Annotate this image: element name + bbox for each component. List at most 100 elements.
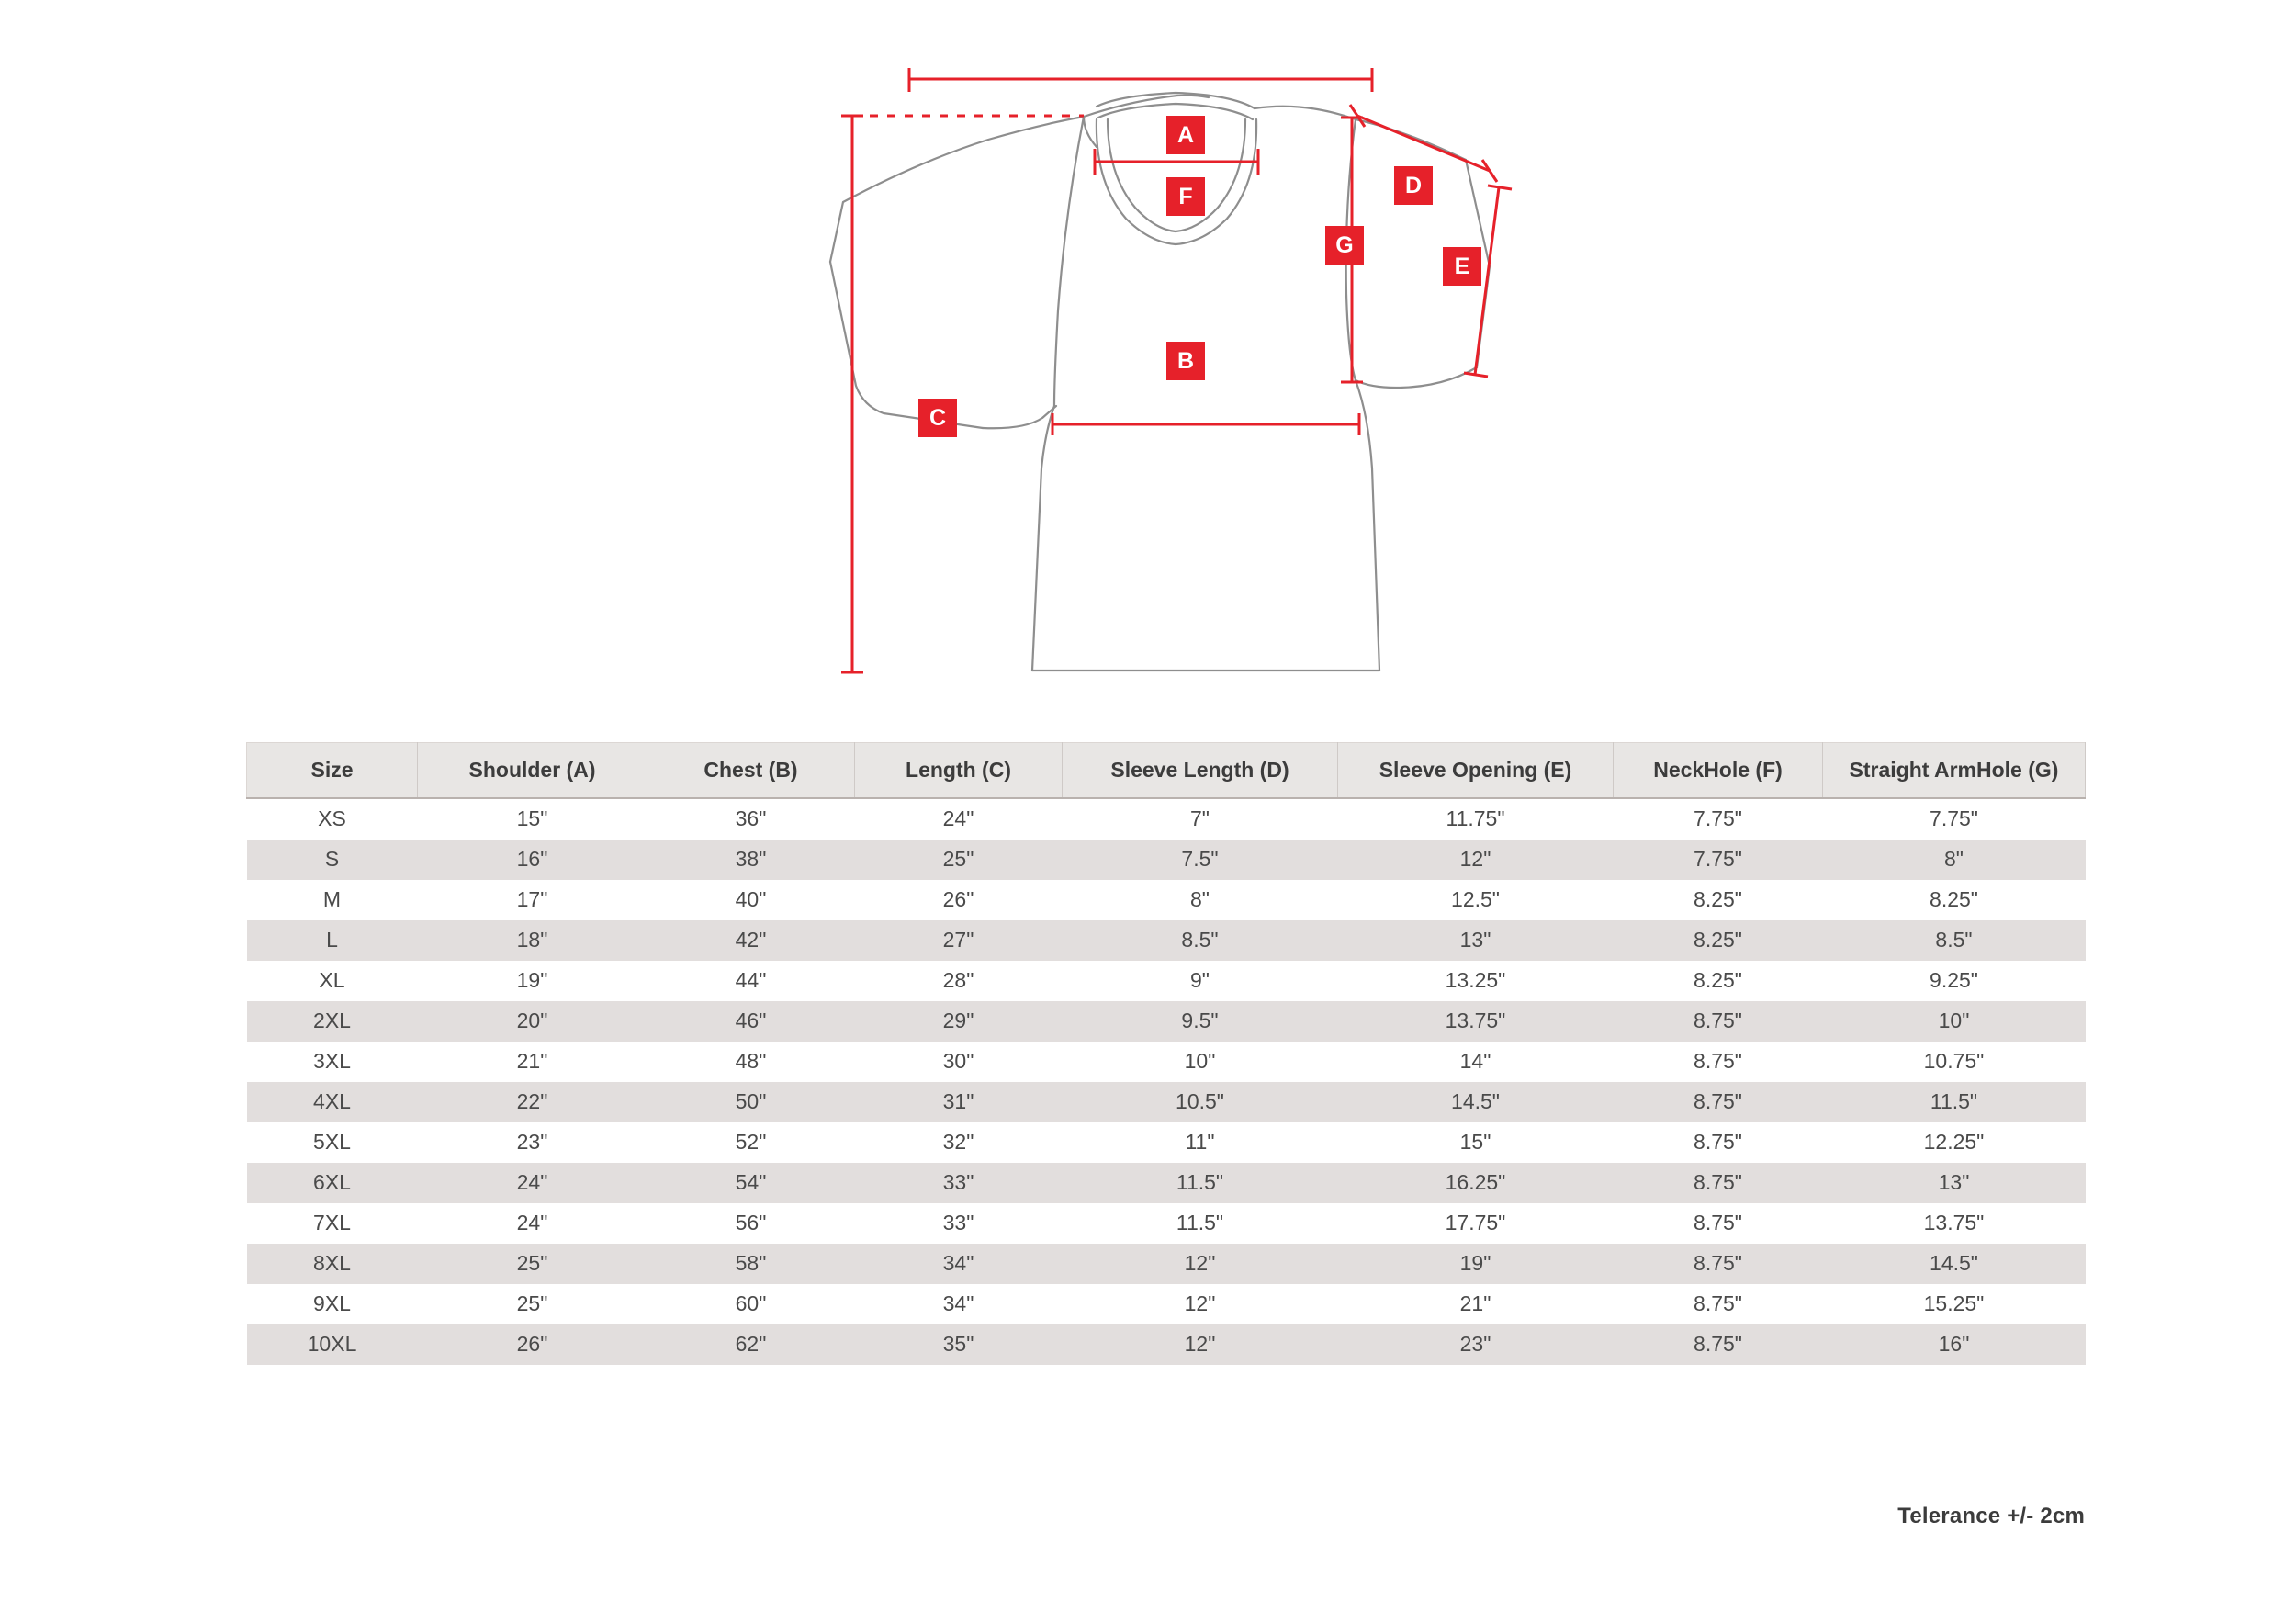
- cell-measurement: 40": [647, 879, 855, 920]
- line-d: [1356, 114, 1491, 173]
- cell-measurement: 8": [1062, 879, 1338, 920]
- cell-measurement: 12": [1062, 1283, 1338, 1324]
- line-e-tick-top: [1487, 184, 1513, 191]
- cell-measurement: 14.5": [1822, 1243, 2086, 1284]
- cell-measurement: 8.25": [1613, 879, 1823, 920]
- cell-measurement: 19": [1337, 1243, 1614, 1284]
- line-e-tick-bottom: [1463, 371, 1489, 378]
- cell-measurement: 7": [1062, 797, 1338, 840]
- cell-measurement: 48": [647, 1041, 855, 1082]
- marker-f: F: [1166, 177, 1205, 216]
- cell-measurement: 30": [854, 1041, 1063, 1082]
- size-chart-table: Size Shoulder (A) Chest (B) Length (C) S…: [246, 742, 2086, 1365]
- cell-measurement: 8.25": [1822, 879, 2086, 920]
- cell-measurement: 19": [417, 960, 647, 1001]
- cell-measurement: 8.75": [1613, 1162, 1823, 1203]
- cell-size: XL: [246, 960, 418, 1001]
- cell-measurement: 7.75": [1613, 797, 1823, 840]
- table-header: Size Shoulder (A) Chest (B) Length (C) S…: [246, 742, 2086, 799]
- cell-measurement: 15": [1337, 1121, 1614, 1163]
- cell-measurement: 8.75": [1613, 1324, 1823, 1365]
- cell-measurement: 12.5": [1337, 879, 1614, 920]
- cell-measurement: 33": [854, 1202, 1063, 1244]
- cell-measurement: 36": [647, 797, 855, 840]
- cell-measurement: 33": [854, 1162, 1063, 1203]
- cell-size: XS: [246, 797, 418, 840]
- cell-measurement: 62": [647, 1324, 855, 1365]
- cell-measurement: 15.25": [1822, 1283, 2086, 1324]
- cell-measurement: 7.75": [1822, 797, 2086, 840]
- cell-measurement: 13.75": [1337, 1000, 1614, 1042]
- cell-measurement: 8.75": [1613, 1121, 1823, 1163]
- cell-measurement: 34": [854, 1243, 1063, 1284]
- cell-size: 6XL: [246, 1162, 418, 1203]
- tshirt-illustration: [828, 68, 1513, 674]
- cell-measurement: 8.25": [1613, 919, 1823, 961]
- tolerance-note: Telerance +/- 2cm: [1897, 1504, 2085, 1528]
- cell-measurement: 18": [417, 919, 647, 961]
- cell-measurement: 7.5": [1062, 839, 1338, 880]
- cell-measurement: 60": [647, 1283, 855, 1324]
- cell-measurement: 12": [1062, 1243, 1338, 1284]
- cell-measurement: 10.5": [1062, 1081, 1338, 1122]
- cell-measurement: 32": [854, 1121, 1063, 1163]
- cell-measurement: 8.5": [1062, 919, 1338, 961]
- cell-size: L: [246, 919, 418, 961]
- marker-c: C: [918, 399, 957, 437]
- cell-measurement: 12": [1337, 839, 1614, 880]
- column-header-size: Size: [246, 742, 418, 799]
- cell-measurement: 8.75": [1613, 1243, 1823, 1284]
- cell-size: M: [246, 879, 418, 920]
- cell-size: 8XL: [246, 1243, 418, 1284]
- cell-measurement: 42": [647, 919, 855, 961]
- cell-measurement: 29": [854, 1000, 1063, 1042]
- marker-e: E: [1443, 247, 1481, 286]
- cell-measurement: 44": [647, 960, 855, 1001]
- column-header-length: Length (C): [854, 742, 1063, 799]
- cell-measurement: 25": [417, 1243, 647, 1284]
- cell-measurement: 13.75": [1822, 1202, 2086, 1244]
- cell-measurement: 8": [1822, 839, 2086, 880]
- cell-measurement: 58": [647, 1243, 855, 1284]
- cell-measurement: 16": [1822, 1324, 2086, 1365]
- cell-measurement: 13.25": [1337, 960, 1614, 1001]
- cell-measurement: 8.25": [1613, 960, 1823, 1001]
- cell-measurement: 24": [417, 1202, 647, 1244]
- cell-measurement: 38": [647, 839, 855, 880]
- cell-measurement: 24": [854, 797, 1063, 840]
- cell-measurement: 28": [854, 960, 1063, 1001]
- cell-measurement: 8.75": [1613, 1283, 1823, 1324]
- cell-measurement: 11.5": [1822, 1081, 2086, 1122]
- measurement-lines: [841, 68, 1513, 674]
- tshirt-outline: [828, 91, 1491, 672]
- cell-measurement: 10": [1822, 1000, 2086, 1042]
- cell-measurement: 11.5": [1062, 1162, 1338, 1203]
- cell-measurement: 13": [1822, 1162, 2086, 1203]
- cell-measurement: 11.75": [1337, 797, 1614, 840]
- cell-measurement: 11": [1062, 1121, 1338, 1163]
- cell-measurement: 8.5": [1822, 919, 2086, 961]
- cell-measurement: 25": [417, 1283, 647, 1324]
- cell-measurement: 22": [417, 1081, 647, 1122]
- cell-measurement: 14.5": [1337, 1081, 1614, 1122]
- cell-measurement: 12": [1062, 1324, 1338, 1365]
- column-header-sleeve-opening: Sleeve Opening (E): [1337, 742, 1614, 799]
- cell-measurement: 20": [417, 1000, 647, 1042]
- cell-measurement: 17.75": [1337, 1202, 1614, 1244]
- cell-measurement: 12.25": [1822, 1121, 2086, 1163]
- cell-measurement: 14": [1337, 1041, 1614, 1082]
- size-chart-table-wrapper: Size Shoulder (A) Chest (B) Length (C) S…: [246, 742, 2086, 1365]
- cell-measurement: 23": [417, 1121, 647, 1163]
- cell-size: S: [246, 839, 418, 880]
